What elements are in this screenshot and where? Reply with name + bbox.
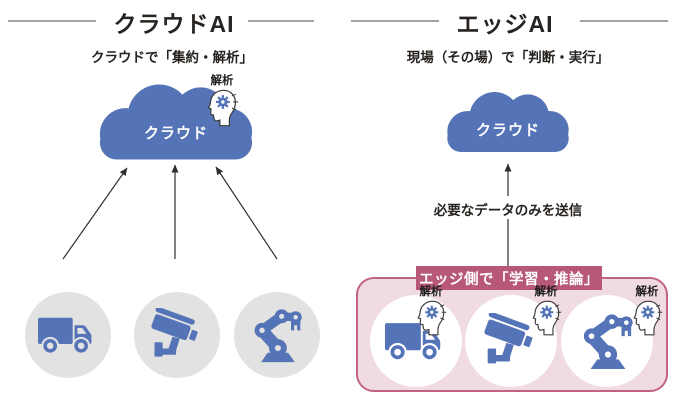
brain-gear-icon xyxy=(633,300,663,335)
cloud-label: クラウド xyxy=(475,122,540,139)
edge-ai-subtitle: 現場（その場）で「判断・実行」 xyxy=(406,50,610,65)
analysis-label: 解析 xyxy=(210,75,234,87)
transfer-label: 必要なデータのみを送信 xyxy=(398,199,618,219)
cloud-ai-subtitle: クラウドで「集約・解析」 xyxy=(91,50,253,65)
cloud-ai-title: クラウドAI xyxy=(113,11,235,37)
device-circle-truck xyxy=(25,292,111,378)
analysis-badge-edge-robot-arm: 解析 xyxy=(625,286,669,336)
upload-arrow-left xyxy=(62,167,128,260)
edge-device-circle-camera xyxy=(465,295,557,387)
device-circle-robot-arm xyxy=(234,292,320,378)
cloud-icon xyxy=(447,92,569,152)
analysis-badge-cloud: 解析 xyxy=(200,75,244,127)
truck-icon xyxy=(384,322,441,361)
edge-ai-title: エッジAI xyxy=(456,11,554,37)
robot-arm-icon xyxy=(583,314,633,370)
cloud-shape-right: クラウド xyxy=(441,85,575,159)
cloud-shape-left: クラウド xyxy=(92,82,260,162)
robot-arm-icon xyxy=(254,309,302,363)
analysis-badge-edge-truck: 解析 xyxy=(409,286,453,336)
analysis-label: 解析 xyxy=(534,286,558,298)
brain-gear-icon xyxy=(417,300,447,335)
edge-box-title: エッジ側で「学習・推論」 xyxy=(416,266,602,290)
surveillance-camera-icon xyxy=(151,308,198,357)
analysis-label: 解析 xyxy=(635,286,659,298)
cloud-label: クラウド xyxy=(143,125,208,142)
upload-arrow-right xyxy=(215,166,278,260)
brain-gear-icon xyxy=(532,300,562,335)
cloud-icon xyxy=(99,84,253,160)
device-circle-camera xyxy=(134,292,220,378)
surveillance-camera-icon xyxy=(484,313,533,364)
analysis-badge-edge-camera: 解析 xyxy=(524,286,568,336)
analysis-label: 解析 xyxy=(419,286,443,298)
brain-gear-icon xyxy=(207,89,238,126)
truck-icon xyxy=(38,317,92,355)
edge-device-circle-truck xyxy=(370,295,462,387)
